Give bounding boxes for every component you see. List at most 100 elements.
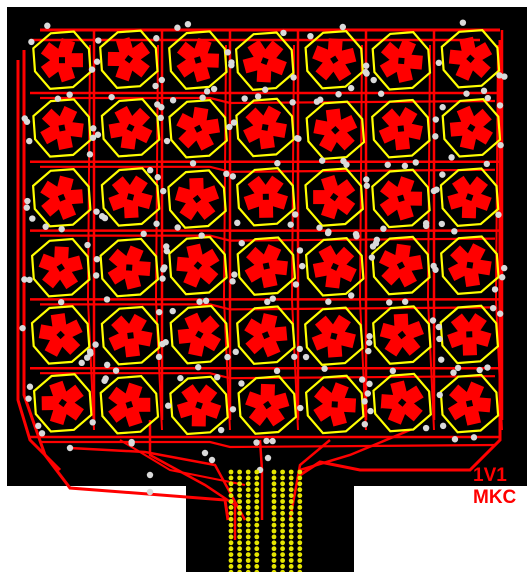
button-module [31,167,92,228]
connector-pad [288,522,294,528]
via [380,225,387,232]
button-module [304,237,365,297]
pad-gap [57,193,66,202]
via [287,221,294,228]
silkscreen-outline [236,305,296,365]
via [146,488,154,496]
via [86,348,94,355]
connector-pad [237,516,243,522]
via [174,24,181,31]
button-module [372,372,432,433]
connector-pad [288,534,294,540]
button-module [305,100,366,160]
button-module [372,305,432,365]
connector-pad [254,469,260,475]
pad-gap [396,261,405,270]
connector-pad [280,558,285,563]
connector-pad [271,558,277,563]
pad-gap [330,55,339,64]
connector-pad [228,510,234,516]
via [93,255,101,263]
pad-gap [194,124,203,133]
pad-gap [193,261,203,270]
connector-pad [254,493,260,498]
connector-pad [271,481,277,487]
silkscreen-outline [31,167,92,228]
connector-pad [297,487,303,493]
connector-pad [297,564,303,569]
pad-gap [127,332,134,339]
via [429,317,437,324]
via [496,72,503,79]
connector-pad [237,552,243,557]
pad-gap [263,400,272,410]
button-module [169,375,229,436]
via [29,215,36,222]
via [264,454,272,462]
via [358,376,366,383]
via [316,224,323,231]
pad-gap [465,399,474,408]
pad-gap [397,398,407,407]
connector-pad [228,540,234,546]
connector-pad [297,499,303,504]
button-module [371,98,431,159]
copper-trace [40,165,496,173]
via [299,262,306,270]
silkscreen-outline [305,100,366,160]
connector-pad [228,564,234,569]
via [228,59,235,66]
pad-gap [466,331,473,338]
via [318,157,326,164]
pad-gap [466,261,474,269]
via [23,204,31,211]
connector-pad [297,505,303,510]
connector-pad [280,487,285,493]
silkscreen-outline [30,305,91,365]
button-module [99,375,160,435]
connector-pad [254,534,260,540]
via [201,449,209,457]
button-module [304,374,365,435]
via [161,264,168,271]
via [94,131,102,138]
connector-pad [271,522,277,528]
via [324,229,332,237]
connector-pad [237,558,243,563]
connector-pad [228,516,234,522]
silkscreen-outline [167,169,227,229]
via [154,174,161,181]
connector-pad [271,475,277,481]
via [435,59,443,67]
via [234,219,241,227]
button-module [440,235,500,295]
copper-trace [22,50,230,521]
silkscreen-outline [32,373,93,433]
via [254,93,262,100]
via [153,220,160,227]
connector-pad [297,540,303,546]
connector-pad [271,540,277,546]
board-label-name: MKC [473,487,517,508]
button-module [32,30,92,90]
button-module [439,167,500,227]
via [108,93,115,101]
connector-pad [288,493,294,498]
pad-gap [397,330,407,340]
connector-pad [245,469,251,475]
via [389,367,397,375]
button-module [99,29,159,90]
via [214,373,221,381]
via [232,348,239,356]
silkscreen-outline [371,31,432,91]
silkscreen-outline [441,98,502,158]
silkscreen-outline [304,374,365,435]
via [66,91,73,98]
connector-pad [297,528,303,534]
via [484,364,491,371]
via [92,341,99,348]
board-label-version: 1V1 [473,465,507,486]
via [366,333,373,340]
via [370,76,377,84]
